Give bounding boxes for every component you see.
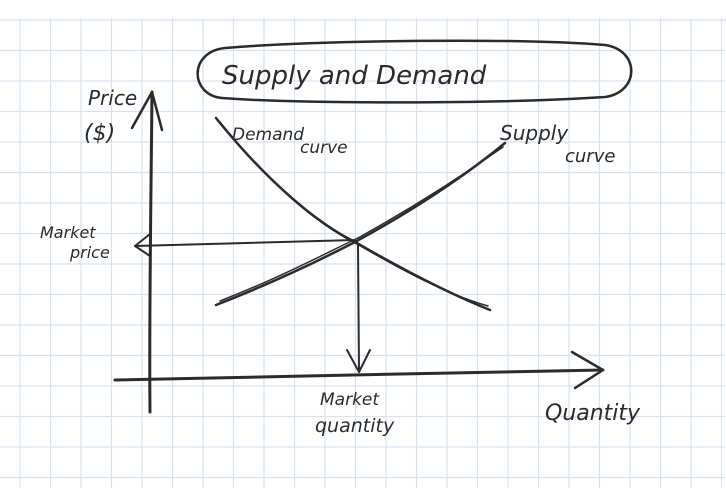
demand-label-line2: curve [300,138,348,158]
y-axis-label-line2: ($) [84,121,115,146]
supply-curve [214,141,507,307]
market-quantity-label-line1: Market [320,390,380,410]
title-oval: Supply and Demand [196,39,633,104]
market-price-label-line1: Market [40,223,96,242]
x-axis-label: Quantity [545,401,641,426]
demand-curve [214,116,492,312]
market-quantity-label-line2: quantity [315,415,395,437]
y-axis [130,90,164,414]
title-text: Supply and Demand [222,61,487,91]
supply-label-line2: curve [565,146,615,167]
supply-label-line1: Supply [500,121,569,145]
market-quantity-arrow [346,243,371,373]
demand-label-line1: Demand [232,125,304,145]
x-axis [113,350,605,390]
market-price-label-line2: price [69,243,110,262]
market-price-arrow [134,233,356,257]
y-axis-label-line1: Price [88,86,137,110]
grid-paper [0,18,726,488]
